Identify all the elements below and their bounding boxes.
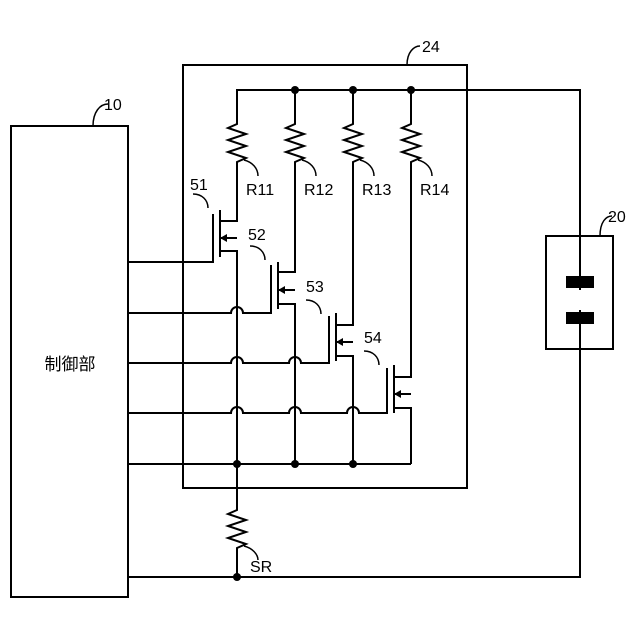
shunt-resistor: SR bbox=[228, 505, 272, 577]
gate-line-52 bbox=[128, 302, 271, 313]
mosfet-51-leader bbox=[193, 194, 208, 208]
r12-label: R12 bbox=[304, 182, 333, 199]
mosfet-53-leader bbox=[306, 300, 321, 314]
mosfet-51: 51 bbox=[190, 168, 237, 464]
mosfet-51-drain bbox=[220, 168, 237, 221]
r13-leader bbox=[360, 160, 374, 176]
mosfet-54-source bbox=[394, 408, 411, 464]
mosfet-52-arrow bbox=[278, 286, 285, 294]
resistor-r14 bbox=[402, 112, 420, 168]
mosfet-54-drain bbox=[394, 168, 411, 377]
board-box bbox=[183, 65, 467, 488]
top-bus bbox=[237, 86, 580, 236]
battery-block: 20 bbox=[546, 209, 626, 349]
r12-leader bbox=[302, 160, 316, 176]
shunt-leader bbox=[244, 546, 258, 560]
junction-dot bbox=[349, 460, 357, 468]
board-block: 24 bbox=[183, 39, 467, 488]
controller-ref: 10 bbox=[104, 97, 122, 114]
board-ref: 24 bbox=[422, 39, 440, 56]
mosfet-53-drain bbox=[336, 168, 353, 325]
resistors: R11 R12 R13 R14 bbox=[228, 112, 449, 199]
mosfet-52-drain bbox=[278, 168, 295, 272]
controller-label: 制御部 bbox=[45, 355, 96, 374]
board-leader bbox=[407, 46, 420, 65]
mosfet-54-arrow bbox=[394, 390, 401, 398]
r11-label: R11 bbox=[246, 182, 274, 199]
junction-dot bbox=[233, 573, 241, 581]
mosfet-52-source bbox=[278, 304, 295, 464]
top-bus-wire bbox=[237, 90, 580, 236]
gate-line-53 bbox=[128, 354, 329, 363]
resistor-r13 bbox=[344, 112, 362, 168]
mosfet-52-leader bbox=[250, 246, 265, 260]
gate-line-51 bbox=[128, 250, 213, 262]
shunt-label: SR bbox=[250, 559, 272, 576]
gate-lines bbox=[128, 250, 387, 413]
mosfet-53-arrow bbox=[336, 338, 343, 346]
mosfet-54: 54 bbox=[364, 168, 411, 464]
mosfet-54-label: 54 bbox=[364, 330, 382, 347]
source-bus bbox=[128, 460, 411, 505]
resistor-r12 bbox=[286, 112, 304, 168]
mosfet-54-leader bbox=[364, 351, 379, 365]
mosfet-52-label: 52 bbox=[248, 227, 266, 244]
mosfet-53-label: 53 bbox=[306, 279, 324, 296]
junction-dot bbox=[291, 460, 299, 468]
battery-ref: 20 bbox=[608, 209, 626, 226]
mosfet-51-label: 51 bbox=[190, 177, 208, 194]
controller-block: 制御部 10 bbox=[11, 97, 128, 597]
resistor-r11 bbox=[228, 112, 246, 168]
shunt-resistor-zigzag bbox=[228, 505, 246, 577]
mosfet-51-arrow bbox=[220, 234, 227, 242]
r14-label: R14 bbox=[420, 182, 449, 199]
r13-label: R13 bbox=[362, 182, 391, 199]
mosfet-53-source bbox=[336, 356, 353, 464]
r11-leader bbox=[244, 160, 258, 176]
r14-leader bbox=[418, 160, 432, 176]
mosfet-52: 52 bbox=[248, 168, 295, 464]
mosfet-53: 53 bbox=[306, 168, 353, 464]
gate-line-54 bbox=[128, 406, 387, 413]
